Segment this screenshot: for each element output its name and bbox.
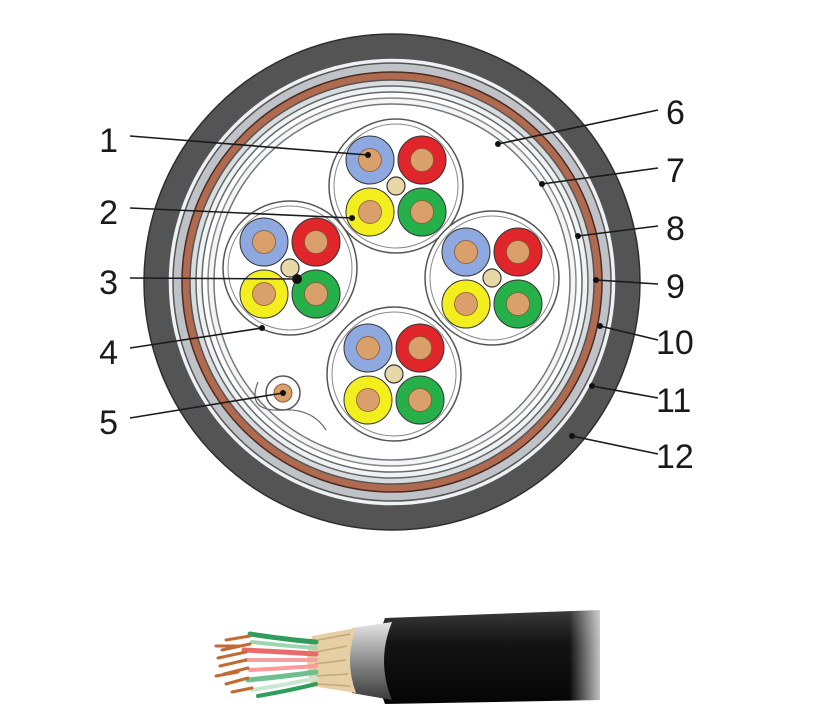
core-green-conductor bbox=[304, 282, 328, 306]
core-yellow-conductor bbox=[252, 282, 276, 306]
callout-line-10 bbox=[599, 325, 659, 341]
callout-label-1: 1 bbox=[99, 122, 118, 160]
center-filler bbox=[384, 364, 404, 384]
core-blue-conductor bbox=[356, 336, 380, 360]
callout-line-1 bbox=[129, 135, 369, 156]
callout-5: 5 bbox=[99, 390, 286, 442]
callout-dot-4 bbox=[259, 325, 265, 331]
group-jacket-inner bbox=[429, 215, 555, 341]
callout-label-4: 4 bbox=[99, 334, 118, 372]
callout-dot-3 bbox=[294, 276, 300, 282]
core-area bbox=[213, 103, 571, 461]
callout-dot-8 bbox=[575, 233, 581, 239]
callout-label-6: 6 bbox=[666, 94, 685, 132]
callout-line-3 bbox=[129, 277, 298, 280]
callout-line-2 bbox=[129, 207, 353, 219]
callout-dot-7 bbox=[539, 181, 545, 187]
core-red-conductor bbox=[408, 336, 432, 360]
callout-line-6 bbox=[497, 109, 659, 145]
callout-2: 2 bbox=[99, 194, 355, 232]
core-blue-conductor bbox=[454, 240, 478, 264]
copper-wire-ends bbox=[214, 634, 254, 694]
callout-line-8 bbox=[577, 225, 659, 237]
callout-dot-1 bbox=[365, 152, 371, 158]
group-jacket-inner bbox=[333, 123, 459, 249]
callout-9: 9 bbox=[593, 268, 685, 306]
callout-dot-6 bbox=[495, 141, 501, 147]
callout-label-3: 3 bbox=[99, 264, 118, 302]
conductor-fan bbox=[241, 631, 319, 698]
center-filler bbox=[280, 258, 300, 278]
pair-group-bottom bbox=[326, 306, 462, 442]
tape-texture bbox=[314, 633, 351, 687]
callout-1: 1 bbox=[99, 122, 371, 160]
core-red-conductor bbox=[410, 148, 434, 172]
core-red-conductor bbox=[506, 240, 530, 264]
pair-group-left bbox=[222, 200, 358, 336]
center-filler bbox=[386, 176, 406, 196]
callout-line-5 bbox=[129, 392, 284, 419]
callout-3: 3 bbox=[99, 264, 300, 302]
callout-7: 7 bbox=[539, 152, 685, 190]
callout-6: 6 bbox=[495, 94, 685, 147]
callout-dot-9 bbox=[593, 277, 599, 283]
cable-cross-section bbox=[143, 33, 641, 531]
core-yellow-conductor bbox=[358, 200, 382, 224]
core-blue-conductor bbox=[252, 230, 276, 254]
callout-label-9: 9 bbox=[666, 268, 685, 306]
callout-label-7: 7 bbox=[666, 152, 685, 190]
callout-line-7 bbox=[541, 167, 659, 185]
metal-screen-band bbox=[346, 622, 392, 700]
pair-group-top bbox=[328, 118, 464, 254]
core-red-conductor bbox=[304, 230, 328, 254]
callout-line-9 bbox=[595, 279, 659, 285]
callout-dot-12 bbox=[569, 433, 575, 439]
wrapping-tape bbox=[307, 628, 356, 693]
core-yellow-conductor bbox=[454, 292, 478, 316]
callout-label-2: 2 bbox=[99, 194, 118, 232]
callout-10: 10 bbox=[597, 323, 694, 362]
callout-11: 11 bbox=[589, 382, 691, 420]
group-jacket-inner bbox=[227, 205, 353, 331]
core-yellow-conductor bbox=[356, 388, 380, 412]
center-filler bbox=[482, 268, 502, 288]
callout-dot-2 bbox=[349, 215, 355, 221]
callout-dot-11 bbox=[589, 383, 595, 389]
callout-label-12: 12 bbox=[656, 438, 694, 476]
core-green-conductor bbox=[408, 388, 432, 412]
callout-label-5: 5 bbox=[99, 404, 118, 442]
callout-4: 4 bbox=[99, 325, 265, 372]
core-green-conductor bbox=[410, 200, 434, 224]
jacket-fade bbox=[385, 600, 610, 710]
group-jacket-inner bbox=[331, 311, 457, 437]
callout-label-8: 8 bbox=[666, 210, 685, 248]
callout-8: 8 bbox=[575, 210, 685, 248]
cable-end-illustration bbox=[214, 600, 610, 710]
callout-line-12 bbox=[571, 435, 659, 455]
callout-label-11: 11 bbox=[656, 382, 691, 420]
core-green-conductor bbox=[506, 292, 530, 316]
core-blue-conductor bbox=[358, 148, 382, 172]
callout-dot-5 bbox=[280, 390, 286, 396]
callout-line-11 bbox=[591, 385, 659, 399]
callout-line-4 bbox=[129, 327, 263, 349]
callout-dot-10 bbox=[597, 323, 603, 329]
callout-12: 12 bbox=[569, 433, 694, 476]
pair-group-right bbox=[424, 210, 560, 346]
callout-label-10: 10 bbox=[656, 324, 694, 362]
